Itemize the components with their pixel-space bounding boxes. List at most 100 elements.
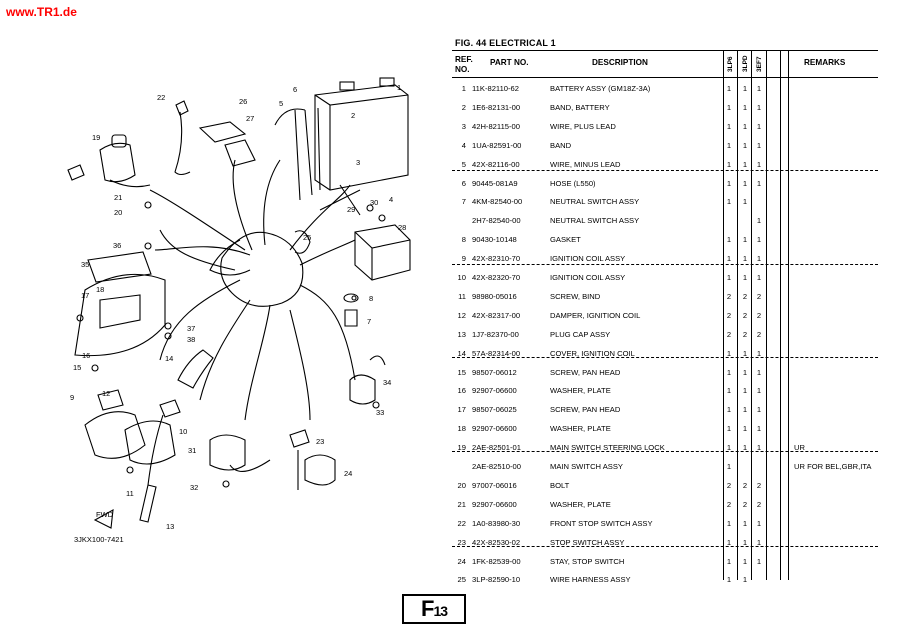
ref-cell: 12 <box>457 310 466 320</box>
description-cell: IGNITION COIL ASSY <box>550 254 626 264</box>
description-cell: BAND, BATTERY <box>550 102 610 112</box>
qty-model-3-cell: 1 <box>756 537 762 547</box>
column-rule <box>723 50 724 580</box>
qty-model-1-cell: 1 <box>726 140 732 150</box>
ref-cell: 20 <box>457 480 466 490</box>
part-number-cell: 4KM-82540-00 <box>472 197 523 207</box>
ref-cell: 13 <box>457 329 466 339</box>
qty-model-3-cell: 2 <box>756 329 762 339</box>
diagram-code: 3JKX100-7421 <box>74 535 124 544</box>
description-cell: NEUTRAL SWITCH ASSY <box>550 197 640 207</box>
qty-model-2-cell: 1 <box>742 424 748 434</box>
qty-model-1-cell: 1 <box>726 405 732 415</box>
callout: 17 <box>81 291 89 300</box>
ref-cell: 14 <box>457 348 466 358</box>
remarks-cell: UR <box>794 443 805 453</box>
part-number-cell: 2H7-82540-00 <box>472 216 521 226</box>
callout: 27 <box>246 114 254 123</box>
callout: 22 <box>157 93 165 102</box>
qty-model-2-cell: 2 <box>742 480 748 490</box>
column-rule <box>737 50 738 580</box>
callout: 34 <box>383 378 391 387</box>
qty-model-3-cell: 1 <box>756 556 762 566</box>
description-cell: WASHER, PLATE <box>550 499 611 509</box>
part-number-cell: 42X-82320-70 <box>472 273 521 282</box>
qty-model-3-cell: 2 <box>756 310 762 320</box>
group-separator <box>452 170 878 171</box>
part-number-cell: 98507-06025 <box>472 405 517 415</box>
part-number-cell: 92907-06600 <box>472 424 517 434</box>
qty-model-2-cell: 1 <box>742 405 748 415</box>
qty-model-1-cell: 1 <box>726 386 732 396</box>
callout: 32 <box>190 483 198 492</box>
ref-cell: 1 <box>461 84 466 93</box>
qty-model-3-cell: 2 <box>756 480 762 490</box>
qty-model-2-cell: 1 <box>742 121 748 131</box>
part-number-cell: 1UA-82591-00 <box>472 140 522 150</box>
ref-cell: 16 <box>457 386 466 396</box>
ref-cell: 15 <box>457 367 466 377</box>
column-rule <box>780 50 781 580</box>
description-cell: WIRE, PLUS LEAD <box>550 121 616 131</box>
qty-model-2-cell: 1 <box>742 84 748 93</box>
description-cell: MAIN SWITCH STEERING LOCK <box>550 443 665 453</box>
description-cell: WASHER, PLATE <box>550 424 611 434</box>
description-cell: WIRE, MINUS LEAD <box>550 159 621 169</box>
part-number-cell: 90430-10148 <box>472 235 517 245</box>
part-number-cell: 1J7-82370-00 <box>472 329 519 339</box>
callout: 38 <box>187 335 195 344</box>
description-cell: STAY, STOP SWITCH <box>550 556 625 566</box>
qty-model-2-cell: 1 <box>742 159 748 169</box>
callout: 26 <box>239 97 247 106</box>
description-cell: IGNITION COIL ASSY <box>550 273 626 282</box>
description-cell: SCREW, BIND <box>550 291 601 301</box>
part-number-cell: 42X-82310-70 <box>472 254 521 264</box>
qty-model-1-cell: 1 <box>726 121 732 131</box>
qty-model-1-cell: 1 <box>726 462 732 471</box>
callout: 28 <box>398 223 406 232</box>
part-number-cell: 2AE-82510-00 <box>472 462 521 471</box>
qty-model-1-cell: 1 <box>726 273 732 282</box>
description-cell: NEUTRAL SWITCH ASSY <box>550 216 640 226</box>
qty-model-1-cell: 2 <box>726 329 732 339</box>
description-cell: WIRE HARNESS ASSY <box>550 575 631 585</box>
part-number-cell: 3LP-82590-10 <box>472 575 521 585</box>
qty-model-3-cell: 1 <box>756 159 762 169</box>
group-separator <box>452 546 878 547</box>
fwd-label: FWD <box>96 510 114 519</box>
site-watermark: www.TR1.de <box>6 5 77 19</box>
qty-model-2-cell: 1 <box>742 575 748 585</box>
part-number-cell: 42X-82116-00 <box>472 159 520 169</box>
qty-model-3-cell: 1 <box>756 235 762 245</box>
callout: 11 <box>126 489 134 498</box>
callout: 9 <box>70 393 74 402</box>
description-cell: BATTERY ASSY (GM18Z-3A) <box>550 84 651 93</box>
header-model-1: 3LP6 <box>727 56 734 72</box>
qty-model-1-cell: 1 <box>726 424 732 434</box>
description-cell: WASHER, PLATE <box>550 386 611 396</box>
callout: 14 <box>165 354 173 363</box>
description-cell: PLUG CAP ASSY <box>550 329 611 339</box>
part-number-cell: 42H-82115-00 <box>472 121 520 131</box>
qty-model-2-cell: 2 <box>742 329 748 339</box>
column-rule <box>766 50 767 580</box>
callout: 18 <box>96 285 104 294</box>
exploded-parts-diagram: 1 2 3 4 5 6 7 8 9 10 11 12 13 14 15 16 1… <box>67 77 411 544</box>
qty-model-1-cell: 1 <box>726 197 732 207</box>
ref-cell: 23 <box>457 537 466 547</box>
callout: 7 <box>367 317 371 326</box>
callout: 24 <box>344 469 352 478</box>
figure-title: FIG. 44 ELECTRICAL 1 <box>455 38 556 48</box>
callout: 15 <box>73 363 81 372</box>
qty-model-3-cell: 1 <box>756 386 762 396</box>
